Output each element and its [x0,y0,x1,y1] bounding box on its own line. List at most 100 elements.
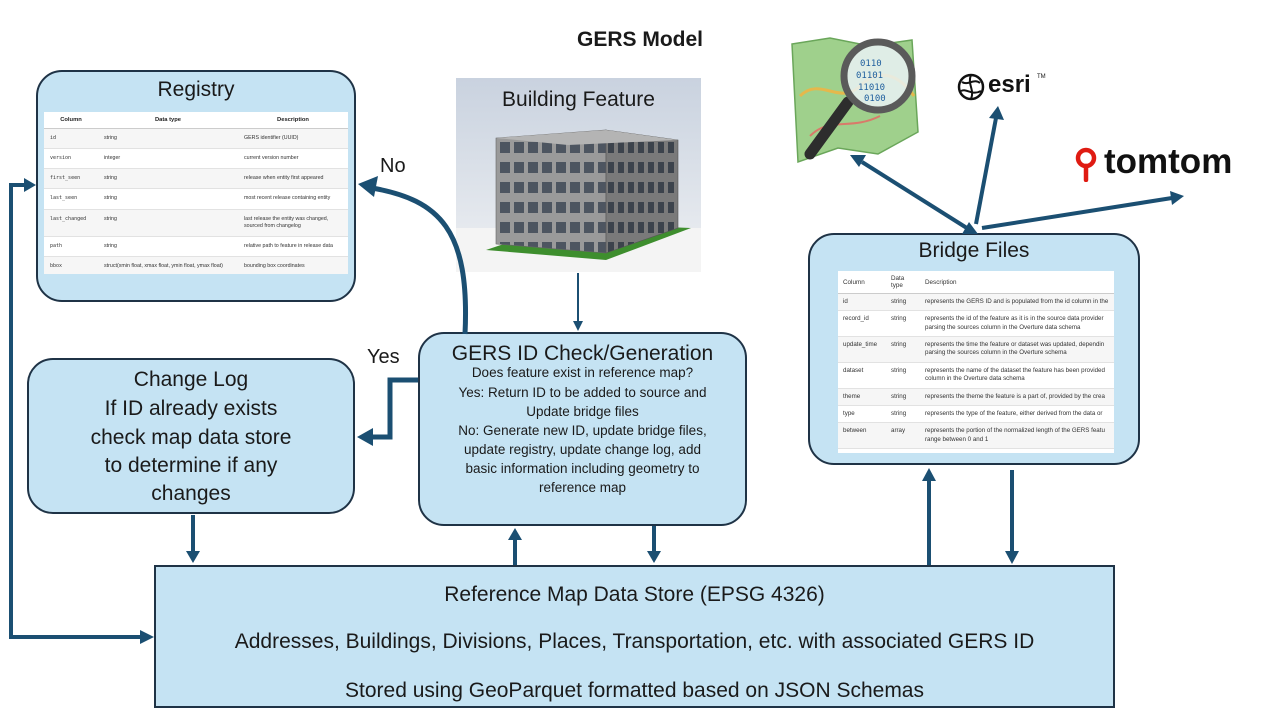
table-cell: represents the portion of the normalized… [920,422,1114,449]
registry-column-header: Column [44,112,98,129]
table-cell-line: represents the time the feature or datas… [925,341,1105,349]
table-cell: path [44,236,98,257]
store-to-gers-arrow [508,528,522,565]
table-cell: represents the type of the feature, eith… [920,405,1114,424]
bridge-to-esri-arrow [974,106,1004,225]
table-cell: relative path to feature in release data [238,236,348,257]
gers-check-line-2: Yes: Return ID to be added to source and [458,385,707,400]
table-cell: string [886,310,920,338]
store-line-1: Addresses, Buildings, Divisions, Places,… [234,630,1035,653]
gers-check-line-1: Does feature exist in reference map? [471,365,694,380]
table-cell: dataset [838,362,886,389]
building-feature-image: Building Feature [456,78,701,272]
change-log-line-4: changes [151,482,231,505]
table-cell-line: represents the portion of the normalized… [925,427,1105,435]
table-cell: first_seen [44,168,98,190]
table-cell: type [838,405,886,424]
changelog-to-store-arrow [186,515,200,563]
globe-icon [957,73,985,101]
osm-digits-1: 0110 [860,59,882,69]
table-cell: string [886,405,920,424]
table-cell: string [98,209,238,237]
table-cell: string [98,188,238,210]
table-cell: id [838,293,886,312]
gers-check-box: GERS ID Check/Generation Does feature ex… [418,332,747,526]
table-cell: string [98,168,238,190]
table-cell-line: range between 0 and 1 [925,435,989,443]
gers-check-line-5: update registry, update change log, add [464,442,701,457]
tomtom-wordmark: tomtom [1104,142,1233,181]
gers-check-line-3: Update bridge files [526,404,639,419]
table-cell: represents the time the feature or datas… [920,336,1114,363]
gers-to-store-arrow [647,526,661,563]
tomtom-logo: tomtom [1074,142,1254,184]
location-pin-icon [1075,147,1097,182]
table-cell-line: parsing the sources column in the Overtu… [925,349,1067,357]
osm-digits-2: 01101 [856,71,883,81]
bridge-to-osm-arrow [850,155,978,234]
esri-wordmark: esri [988,71,1031,98]
table-cell: theme [838,388,886,406]
table-cell: represents the theme the feature is a pa… [920,388,1114,406]
gers-check-title: GERS ID Check/Generation [451,342,714,365]
registry-column-header: Data type [98,112,238,129]
registry-title: Registry [157,78,235,101]
table-cell: represents the GERS ID and is populated … [920,293,1114,312]
table-cell: string [886,293,920,312]
bridge-to-tomtom-arrow [981,191,1184,230]
table-cell-line: represents the id of the feature as it i… [925,315,1104,323]
gers-check-line-6: basic information including geometry to [465,461,700,476]
change-log-line-1: If ID already exists [104,397,278,420]
change-log-line-3: to determine if any [104,454,278,477]
table-cell: record_id [838,310,886,338]
table-cell: current version number [238,148,348,170]
table-cell: array [886,422,920,449]
table-cell: string [98,236,238,257]
store-to-bridge-arrow [922,468,936,565]
table-cell: string [98,128,238,150]
table-cell: last_changed [44,209,98,237]
table-cell: last_seen [44,188,98,210]
building-feature-label: Building Feature [502,88,655,111]
yes-label: Yes [367,346,400,368]
page-title: GERS Model [576,28,703,51]
table-cell-line: parsing the sources column in the Overtu… [925,323,1081,331]
reference-map-store-box: Reference Map Data Store (EPSG 4326) Add… [154,565,1115,708]
store-title: Reference Map Data Store (EPSG 4326) [444,583,825,606]
table-cell: string [886,336,920,363]
magnifier-map-icon: 0110 01101 11010 0100 [791,37,919,164]
table-cell-line: represents the name of the dataset the f… [925,366,1105,374]
bridge-column-header: Data type [886,271,920,294]
no-label: No [380,155,406,177]
gers-check-line-4: No: Generate new ID, update bridge files… [458,423,707,438]
table-cell: id [44,128,98,150]
esri-trademark: TM [1037,74,1046,80]
change-log-title: Change Log [133,368,249,391]
left-loop-arrow [9,178,154,644]
table-cell: represents the name of the dataset the f… [920,362,1114,389]
table-cell: release when entity first appeared [238,168,348,190]
table-cell: version [44,148,98,170]
table-cell: bounding box coordinates [238,256,348,274]
bridge-to-store-arrow [1005,470,1019,564]
building-illustration [456,78,701,272]
table-cell: represents the id of the feature as it i… [920,310,1114,338]
table-cell: bbox [44,256,98,274]
table-cell: between [838,422,886,449]
